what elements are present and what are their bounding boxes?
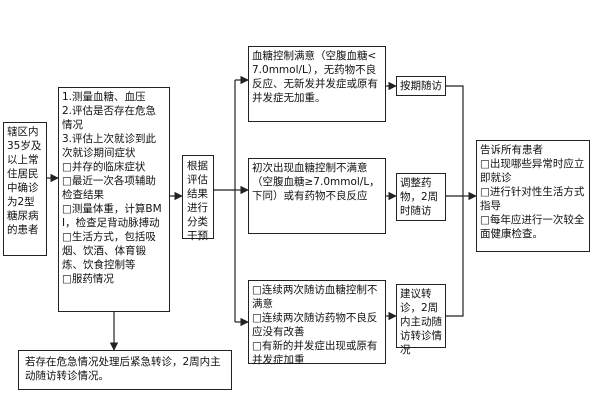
adjust-medication-box: 调整药物，2周时随访 — [396, 173, 446, 221]
repeated-unsatisfied-box: □连续两次随访血糖控制不满意 □连续两次随访药物不良反应没有改善 □有新的并发症… — [248, 280, 386, 366]
collect-line-followup — [446, 85, 464, 196]
classify-box: 根据评估结果进行分类干预 — [182, 155, 214, 242]
satisfied-box: 血糖控制满意（空腹血糖<7.0mmol/L），无药物不良反应、无新发并发症或原有… — [248, 46, 386, 122]
target-patients-box: 辖区内35岁及以上常住居民中确诊为2型糖尿病的患者 — [3, 122, 47, 256]
scheduled-followup-box: 按期随访 — [396, 76, 446, 96]
tell-patients-box: 告诉所有患者 □出现哪些异常时应立即就诊 □进行针对性生活方式指导 □每年应进行… — [476, 140, 590, 252]
first-unsatisfied-box: 初次出现血糖控制不满意（空腹血糖≥7.0mmol/L，下同）或有药物不良反应 — [248, 158, 386, 234]
assessment-box: 1.测量血糖、血压 2.评估是否存在危急情况 3.评估上次就诊到此次就诊期间症状… — [58, 87, 170, 312]
emergency-box: 若存在危急情况处理后紧急转诊，2周内主动随访转诊情况。 — [18, 350, 232, 390]
referral-box: 建议转诊，2周内主动随访转诊情况 — [396, 284, 446, 356]
collect-line-referral — [446, 196, 464, 317]
